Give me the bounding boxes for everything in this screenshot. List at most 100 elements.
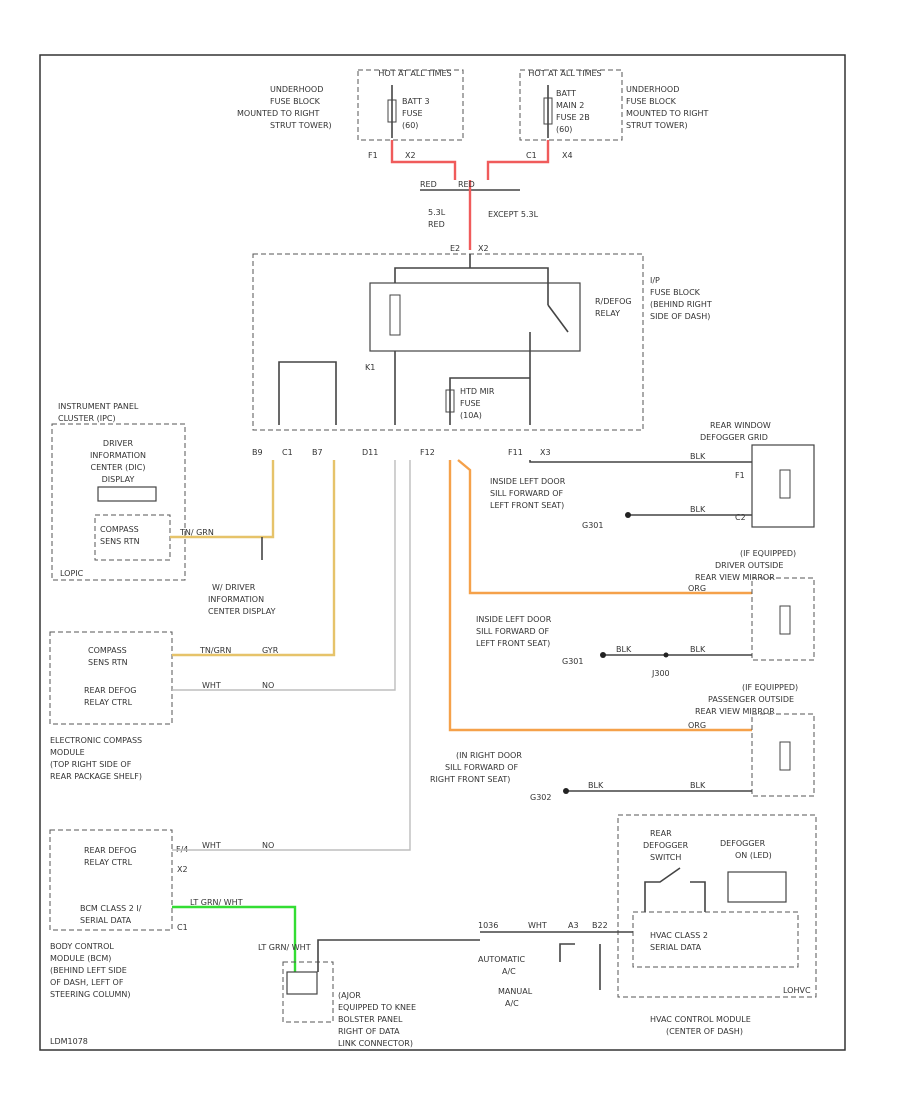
hvac-wire-pin-b: B22 [592,921,608,930]
acc-block-label-3: MOUNTED TO RIGHT [626,109,709,118]
rdefog-relay [369,282,581,352]
ecm-wire-tn: TN/GRN [199,646,231,655]
hp-fuse-name-2: FUSE [402,109,423,118]
pmir-wire-gnd-b: BLK [690,781,706,790]
bcm-name-2: MODULE (BCM) [50,954,111,963]
hvac-control-module: REAR DEFOGGER SWITCH DEFOGGER ON (LED) H… [478,814,817,1036]
ip-block-label-2: FUSE BLOCK [650,288,701,297]
dmir-gnd-id: G301 [562,657,583,666]
defog-grid-label-1: REAR WINDOW [710,421,771,430]
bcm-defog-2: RELAY CTRL [84,858,133,867]
dic-label-1: DRIVER [103,439,134,448]
pin-c1: C1 [526,151,537,160]
ip-pin-f12: F12 [420,448,435,457]
dlc-connector: LT GRN/ WHT (AJOR EQUIPPED TO KNEE BOLST… [258,939,480,1048]
dmir-splice: J300 [651,669,670,678]
ip-pin-f11: F11 [508,448,523,457]
hp-fuse-name-3: (60) [402,121,418,130]
pmir-label-2: PASSENGER OUTSIDE [708,695,794,704]
dmir-label-3: REAR VIEW MIRROR [695,573,775,582]
defog-wire-b: BLK [690,505,706,514]
bcm-defog-1: REAR DEFOG [84,846,137,855]
bcm-class2-pin: C1 [177,923,188,932]
pin-f1: F1 [368,151,378,160]
defog-gnd-3: LEFT FRONT SEAT) [490,501,564,510]
dic-label-4: DISPLAY [102,475,135,484]
dlc-label-5: LINK CONNECTOR) [338,1039,413,1048]
acc-block-label-4: STRUT TOWER) [626,121,688,130]
bcm-name-1: BODY CONTROL [50,942,114,951]
hvac-name-1: HVAC CONTROL MODULE [650,1015,751,1024]
defog-pin-top: F1 [735,471,745,480]
relay-label-1: R/DEFOG [595,297,632,306]
pmir-gnd-3: RIGHT FRONT SEAT) [430,775,510,784]
dlc-label-3: BOLSTER PANEL [338,1015,403,1024]
dmir-gnd-2: SILL FORWARD OF [476,627,550,636]
defog-wire: BLK [690,452,706,461]
dic-label-2: INFORMATION [90,451,146,460]
body-control-module: REAR DEFOG RELAY CTRL X2 BCM CLASS 2 I/ … [49,460,411,999]
hp-fuse-name-1: BATT 3 [402,97,430,106]
ecm-name-2: MODULE [50,748,85,757]
ip-pin-x3: X3 [540,448,551,457]
htdmir-fuse-2: FUSE [460,399,481,408]
hvac-switch-3: SWITCH [650,853,681,862]
dlc-label-2: EQUIPPED TO KNEE [338,1003,416,1012]
ip-pin-b9: B9 [252,448,263,457]
hvac-manual-1: MANUAL [498,987,533,996]
battery-feed-wires: F1 X2 C1 X4 RED RED 5.3L RED EXCEPT 5.3L… [368,140,573,253]
hvac-switch-2: DEFOGGER [643,841,689,850]
dmir-label-2: DRIVER OUTSIDE [715,561,783,570]
dlc-wire: LT GRN/ WHT [258,943,311,952]
defog-gnd-2: SILL FORWARD OF [490,489,564,498]
passenger-mirror: (IF EQUIPPED) PASSENGER OUTSIDE REAR VIE… [430,460,815,802]
bcm-wire-wht: WHT [202,841,221,850]
relay-label-2: RELAY [595,309,620,318]
ip-fuse-block: I/P FUSE BLOCK (BEHIND RIGHT SIDE OF DAS… [252,253,712,457]
bcm-name-4: OF DASH, LEFT OF [50,978,124,987]
ip-pin-b: X2 [478,244,489,253]
hvac-bottom: LOHVC [783,986,811,995]
hp-fuse-title: HOT AT ALL TIMES [378,69,451,78]
dic-label-3: CENTER (DIC) [90,463,145,472]
pmir-gnd-2: SILL FORWARD OF [445,763,519,772]
hp-block-label-4: STRUT TOWER) [270,121,332,130]
ip-pin-a: E2 [450,244,460,253]
acc-fuse-name-2: MAIN 2 [556,101,584,110]
acc-fuse-name-4: (60) [556,125,572,134]
ecm-compass-2: SENS RTN [88,658,128,667]
dmir-gnd-1: INSIDE LEFT DOOR [476,615,552,624]
hp-block-label-2: FUSE BLOCK [270,97,321,106]
hvac-wire: WHT [528,921,547,930]
bcm-class2-1: BCM CLASS 2 I/ [80,904,142,913]
ipc-compass-1: COMPASS [100,525,139,534]
pmir-wire-gnd: BLK [588,781,604,790]
defog-grid [751,444,815,528]
ecm-defog-1: REAR DEFOG [84,686,137,695]
ip-pin-b7: B7 [312,448,323,457]
wire-red-a: RED [420,180,437,189]
ecm-name-4: REAR PACKAGE SHELF) [50,772,142,781]
dlc-label-4: RIGHT OF DATA [338,1027,400,1036]
defog-pin-bottom: C2 [735,513,746,522]
wire-red-b: RED [458,180,475,189]
ipc-bottom: LOPIC [60,569,84,578]
hvac-data-1: HVAC CLASS 2 [650,931,708,940]
ecm-defog-2: RELAY CTRL [84,698,133,707]
hvac-name-2: (CENTER OF DASH) [666,1027,743,1036]
ip-pin-d11: D11 [362,448,378,457]
dic-note-2: INFORMATION [208,595,264,604]
ip-block-label-1: I/P [650,276,660,285]
ip-block-label-4: SIDE OF DASH) [650,312,710,321]
hvac-auto-1: AUTOMATIC [478,955,526,964]
ecm-compass-1: COMPASS [88,646,127,655]
pmir-label-1: (IF EQUIPPED) [742,683,798,692]
ecm-wire-wht-b: NO [262,681,274,690]
defog-gnd-id: G301 [582,521,603,530]
hvac-auto-2: A/C [502,967,516,976]
pmir-gnd-1: (IN RIGHT DOOR [456,751,522,760]
pin-x2: X2 [405,151,416,160]
dmir-gnd-3: LEFT FRONT SEAT) [476,639,550,648]
acc-fuse-group: HOT AT ALL TIMES UNDERHOOD FUSE BLOCK MO… [519,69,709,141]
